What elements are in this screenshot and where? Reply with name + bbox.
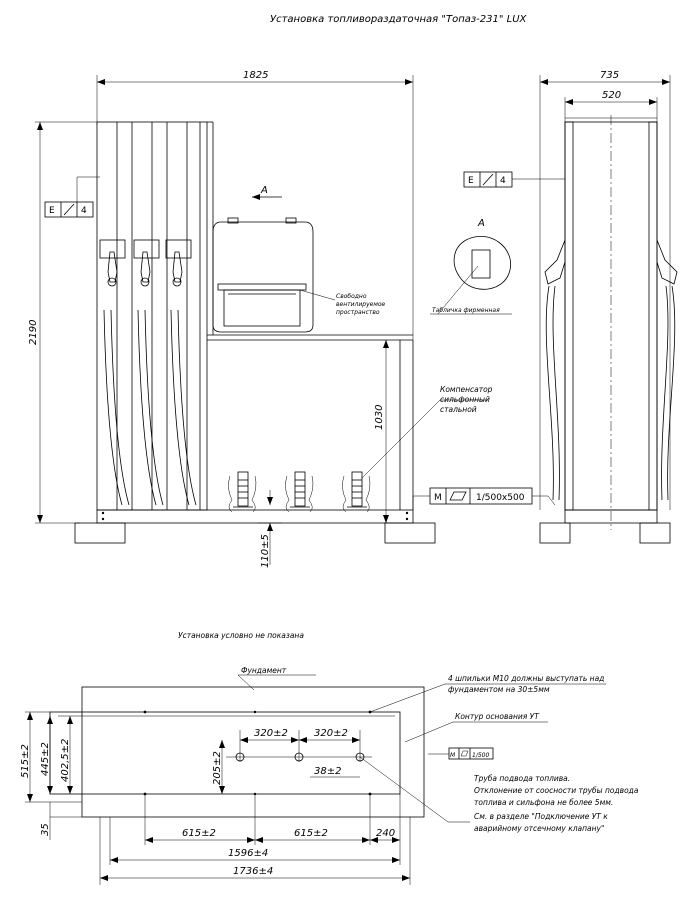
note-free-space: Свободно вентилируемое пространство: [299, 289, 386, 316]
detail-a-label: А: [477, 218, 485, 229]
dim-615-a: 615±2: [182, 828, 216, 839]
base-contour: [49, 711, 401, 795]
plan-caption: Установка условно не показана: [178, 631, 304, 640]
label-base-contour: Контур основания УТ: [455, 712, 540, 721]
svg-text:аварийному отсечному клапану": аварийному отсечному клапану": [474, 824, 604, 833]
svg-text:Свободно: Свободно: [336, 293, 367, 300]
svg-text:сильфонный: сильфонный: [440, 395, 490, 404]
dim-35: 35: [40, 823, 51, 836]
nozzle-3: [170, 251, 197, 506]
svg-text:Труба подвода топлива.: Труба подвода топлива.: [474, 774, 570, 783]
frame-value: 4: [81, 206, 87, 216]
dim-615-b: 615±2: [294, 828, 328, 839]
svg-text:фундаментом на 30±5мм: фундаментом на 30±5мм: [448, 685, 550, 694]
drawing-title: Установка топливораздаточная "Топаз-231"…: [270, 14, 528, 25]
side-view: 735 520 E 4: [463, 70, 678, 544]
label-foundation: Фундамент: [241, 666, 287, 675]
foundation-outline: [81, 686, 425, 818]
front-dim-plinth: 110±5: [260, 534, 271, 568]
plan-view: Установка условно не показана Фундамент …: [20, 631, 639, 885]
display-unit: [212, 217, 314, 333]
svg-text:вентилируемое: вентилируемое: [336, 301, 386, 308]
svg-text:топлива и сильфона не более 5м: топлива и сильфона не более 5мм.: [474, 798, 613, 807]
dim-320-a: 320±2: [254, 728, 288, 739]
dim-402: 402,5±2: [60, 739, 71, 782]
side-dim-width: 735: [600, 70, 619, 81]
frame-symbol: E: [49, 206, 55, 216]
dim-38: 38±2: [314, 766, 341, 777]
view-arrow-label: А: [260, 185, 268, 196]
dim-515: 515±2: [20, 744, 31, 778]
flatness-symbol: M: [434, 493, 442, 503]
note-compensator: Компенсатор сильфонный стальной: [361, 385, 493, 479]
dim-445: 445±2: [40, 742, 51, 776]
plan-flatness-frame: M 1/500: [428, 747, 494, 760]
svg-text:4 шпильки М10 должны выступать: 4 шпильки М10 должны выступать над: [448, 674, 604, 683]
svg-text:пространство: пространство: [336, 309, 380, 316]
frame-symbol: E: [468, 176, 474, 186]
compensator-1: [228, 471, 257, 513]
flatness-value: 1/500: [472, 752, 489, 759]
front-view: 1825 2190 E 4: [28, 70, 556, 568]
nozzle-2: [137, 251, 164, 506]
svg-text:стальной: стальной: [440, 405, 477, 414]
front-flatness-frame: M 1/500x500: [412, 487, 556, 510]
side-dim-inner-width: 520: [602, 90, 621, 101]
flatness-symbol: M: [450, 752, 456, 759]
frame-value: 4: [500, 176, 506, 186]
flatness-value: 1/500x500: [476, 493, 525, 503]
svg-text:См. в разделе "Подключение УТ: См. в разделе "Подключение УТ к: [474, 812, 608, 821]
note-studs: 4 шпильки М10 должны выступать над фунда…: [369, 674, 606, 713]
nozzle-1: [103, 251, 130, 506]
front-dim-height: 2190: [28, 320, 39, 345]
compensator-2: [285, 471, 314, 513]
side-frame-tolerance: E 4: [463, 171, 565, 188]
svg-text:Компенсатор: Компенсатор: [440, 385, 493, 394]
dim-205: 205±2: [212, 751, 223, 785]
dim-1596: 1596±4: [228, 848, 268, 859]
front-dim-width: 1825: [243, 70, 268, 81]
front-dim-1030: 1030: [374, 405, 385, 430]
note-pipe: Труба подвода топлива. Отклонение от соо…: [359, 756, 639, 833]
dim-320-b: 320±2: [314, 728, 348, 739]
dim-240: 240: [376, 828, 395, 839]
front-frame-tolerance: E 4: [44, 176, 100, 218]
nameplate-note: Табличка фирменная: [432, 307, 500, 314]
compensator-3: [342, 471, 371, 513]
detail-a: А Табличка фирменная: [430, 218, 512, 315]
dim-1736: 1736±4: [233, 866, 273, 877]
svg-text:Отклонение от соосности трубы: Отклонение от соосности трубы подвода: [474, 786, 639, 795]
